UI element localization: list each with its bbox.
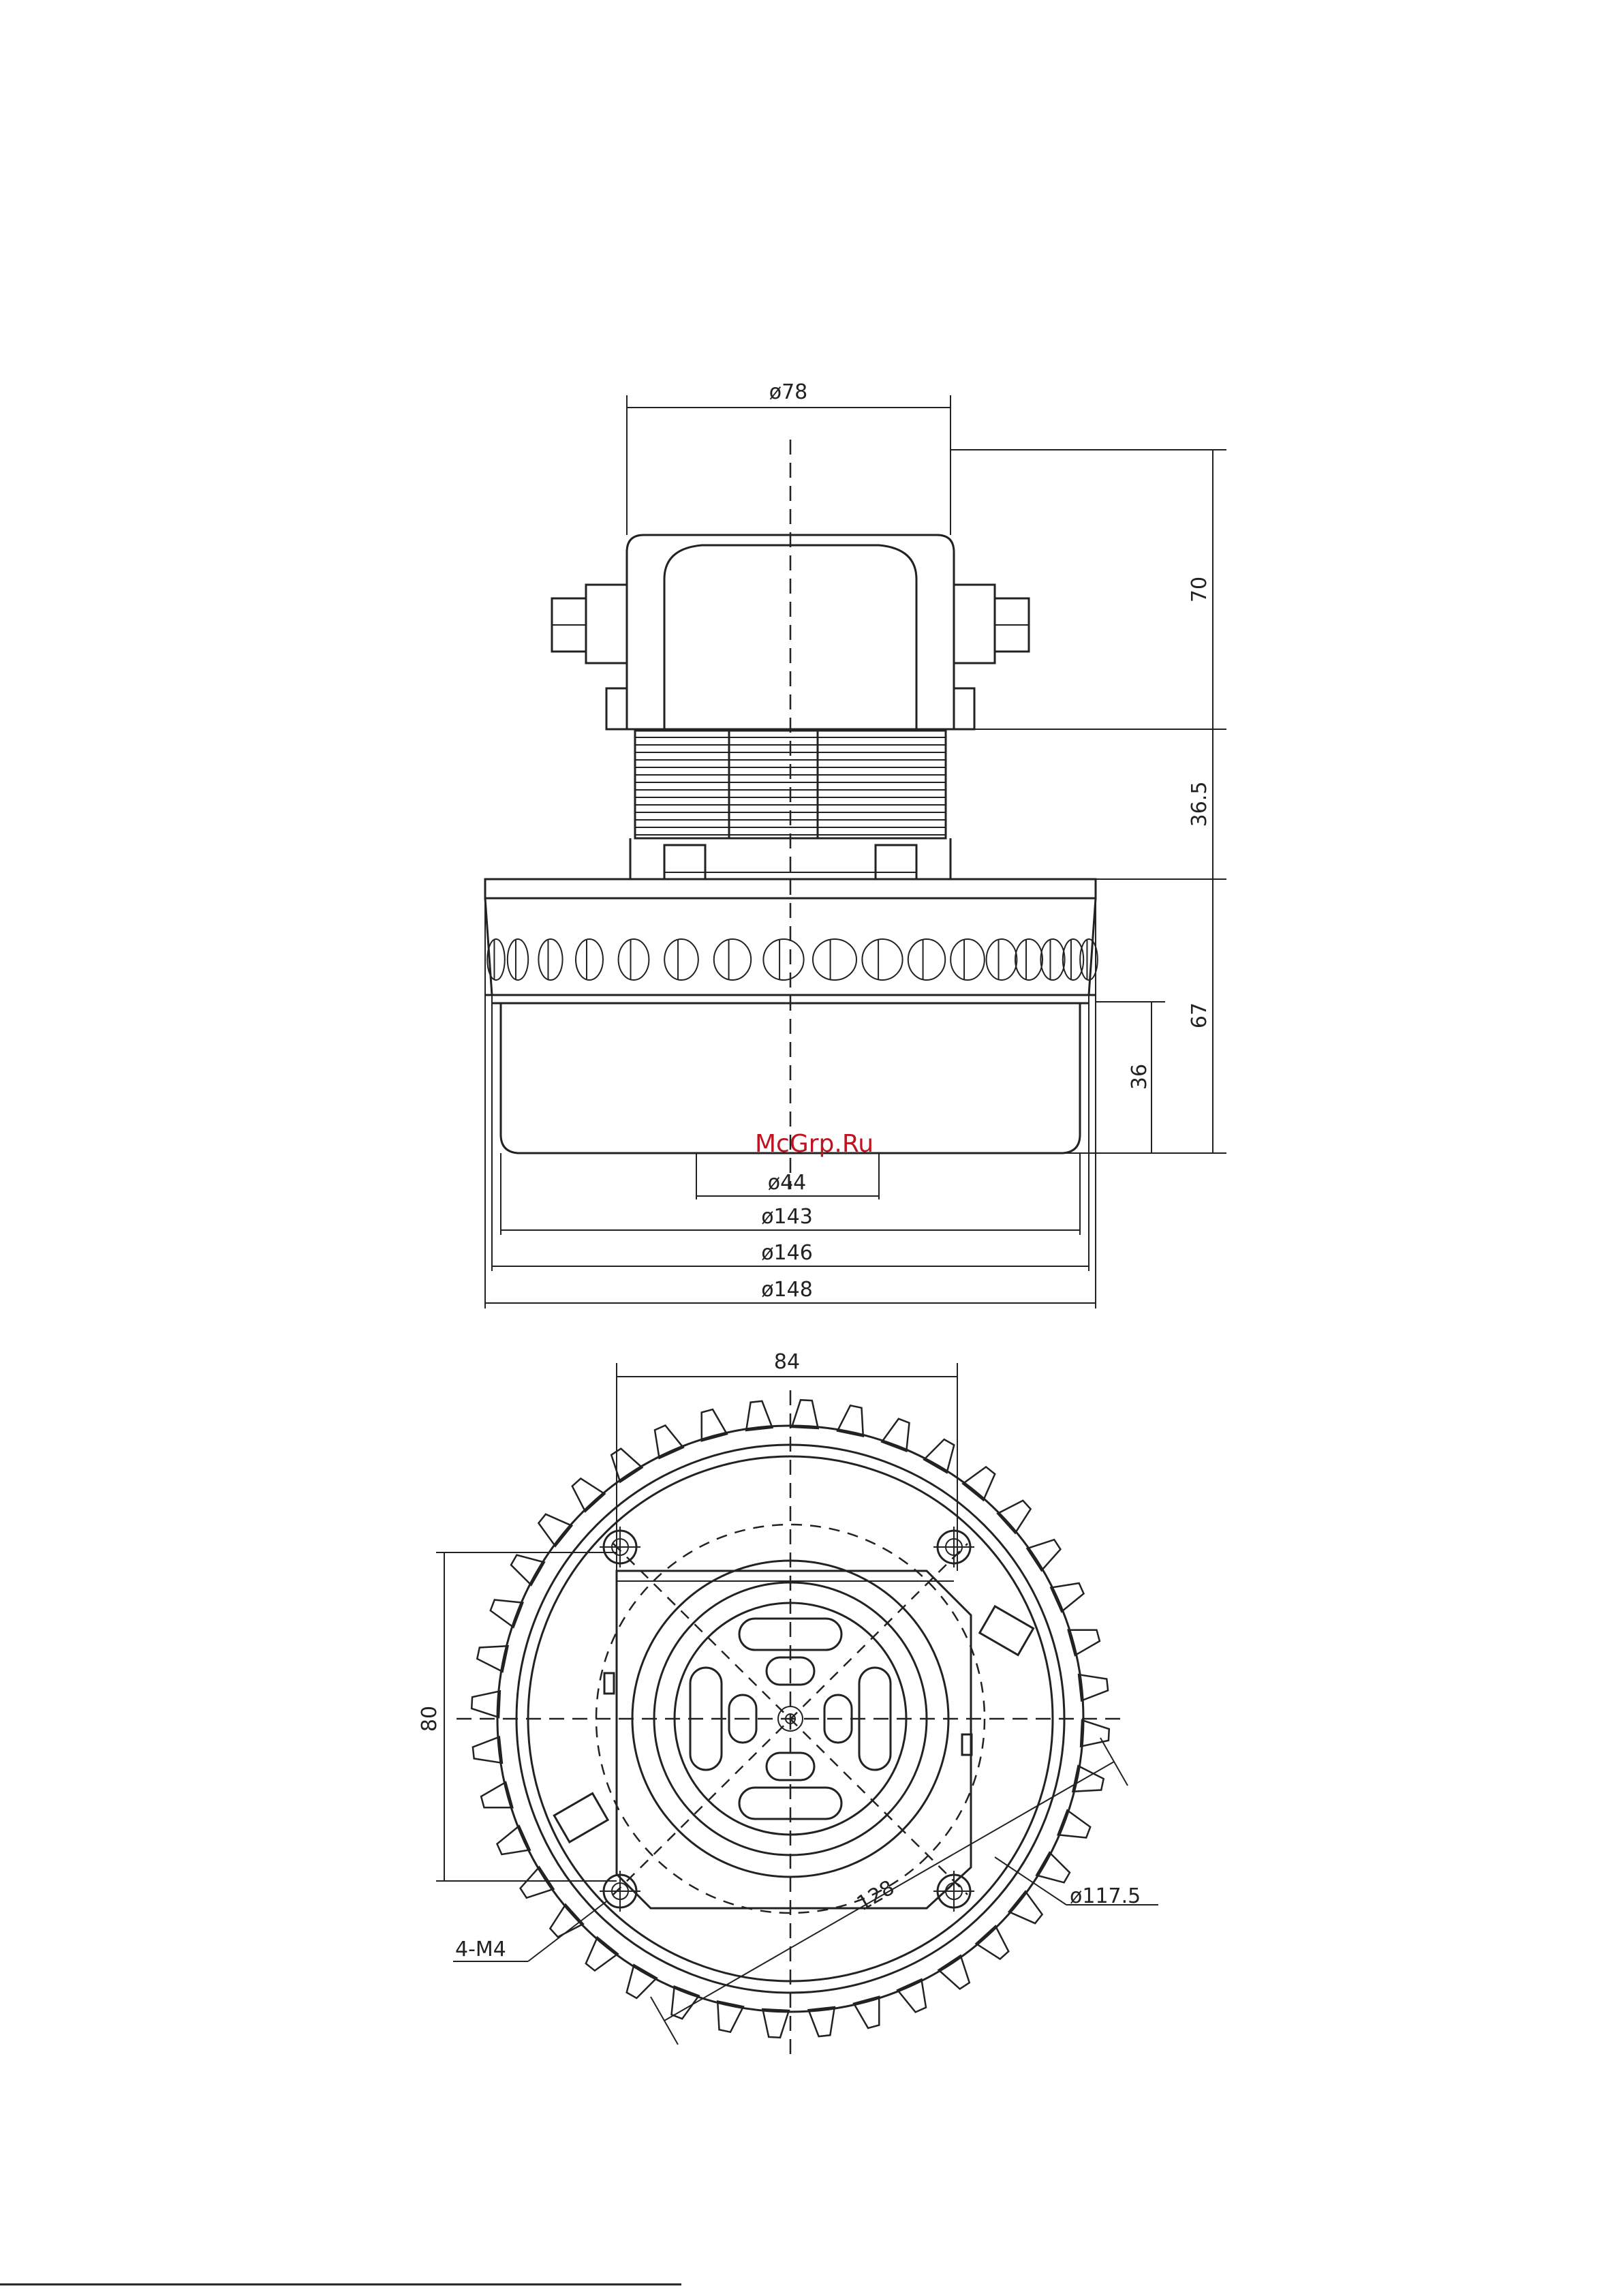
- exhaust-vent: [1040, 939, 1064, 980]
- fan-tooth: [924, 1439, 954, 1473]
- top-view: 84 80 128 ø117.5 4-M4: [418, 1350, 1158, 2055]
- exhaust-vent: [619, 939, 649, 980]
- exhaust-vent: [1080, 939, 1098, 980]
- exhaust-vents: [487, 939, 1098, 980]
- fan-housing: [485, 879, 1098, 1153]
- exhaust-vent: [1015, 939, 1042, 980]
- fan-tooth: [521, 1867, 554, 1898]
- fan-tooth: [1081, 1720, 1109, 1747]
- dim-width-text: 84: [774, 1350, 800, 1374]
- terminal-right: [954, 585, 1029, 663]
- dim-top-diameter-text: ø78: [769, 380, 808, 404]
- exhaust-vent: [908, 939, 945, 980]
- dim-inner-height-text: 36: [1128, 1064, 1151, 1090]
- fan-tooth: [655, 1426, 683, 1458]
- terminal-left: [552, 585, 627, 663]
- fan-tooth: [939, 1956, 970, 1989]
- fan-tooth: [1027, 1540, 1061, 1570]
- fan-tooth: [627, 1965, 657, 1998]
- fan-tooth: [1036, 1852, 1070, 1882]
- fan-tooth: [511, 1555, 544, 1585]
- fan-tooth: [472, 1691, 500, 1717]
- exhaust-vent: [508, 939, 528, 980]
- fan-tooth: [497, 1826, 530, 1854]
- fan-tooth: [897, 1979, 926, 2012]
- exhaust-vent: [862, 939, 902, 980]
- exhaust-vent: [950, 939, 985, 980]
- side-view: ø78 70 36.5 67 36 ø44 ø143: [485, 380, 1226, 1308]
- dim-height-bottom-text: 67: [1188, 1002, 1211, 1028]
- dim-diameter-146-text: ø146: [761, 1241, 813, 1265]
- fan-tooth: [762, 2009, 789, 2038]
- fan-tooth: [611, 1449, 642, 1482]
- motor-mount-plate: [617, 1571, 971, 1908]
- dim-circle-diameter-text: ø117.5: [1070, 1884, 1141, 1908]
- dim-outlet-diameter-text: ø44: [768, 1171, 807, 1195]
- exhaust-vent: [763, 939, 803, 980]
- dim-height-top-text: 70: [1188, 577, 1211, 602]
- exhaust-vent: [664, 939, 698, 980]
- dim-height-text: 80: [418, 1706, 442, 1732]
- dimension-width: 84: [617, 1350, 957, 1571]
- dim-diameter-143-text: ø143: [761, 1205, 813, 1229]
- watermark: McGrp.Ru: [755, 1130, 874, 1158]
- exhaust-vent: [987, 939, 1017, 980]
- fan-tooth: [1051, 1583, 1083, 1612]
- label-holes-leader: 4-M4: [453, 1901, 606, 1961]
- exhaust-vent: [538, 939, 562, 980]
- exhaust-vent: [813, 939, 856, 980]
- exhaust-vent: [576, 939, 603, 980]
- dim-height-middle-text: 36.5: [1188, 782, 1211, 827]
- label-holes-text: 4-M4: [455, 1938, 506, 1961]
- dim-bolt-span-text: 128: [853, 1876, 899, 1916]
- dimension-top-diameter: ø78: [627, 380, 950, 535]
- exhaust-vent: [714, 939, 751, 980]
- dim-diameter-148-text: ø148: [761, 1278, 813, 1302]
- fan-tooth: [792, 1400, 818, 1428]
